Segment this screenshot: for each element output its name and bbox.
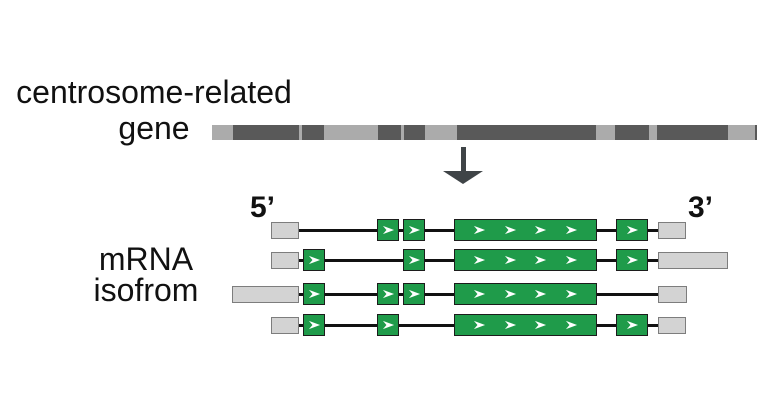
gene-label-line1: centrosome-related bbox=[16, 74, 292, 110]
exon-box bbox=[616, 314, 648, 336]
exon-box bbox=[377, 283, 399, 305]
exon-box bbox=[403, 219, 425, 241]
gene-exon-segment bbox=[401, 125, 404, 140]
exon-arrow-icon bbox=[626, 255, 638, 265]
exon-box bbox=[403, 249, 425, 271]
gene-exon-segment bbox=[212, 125, 233, 140]
exon-arrow-icon bbox=[408, 255, 420, 265]
exon-box bbox=[403, 283, 425, 305]
exon-box bbox=[303, 249, 325, 271]
mrna-label-line2: isofrom bbox=[93, 272, 199, 308]
exon-arrow-icon bbox=[535, 225, 547, 235]
exon-arrow-icon bbox=[308, 289, 320, 299]
exon-box bbox=[454, 283, 597, 305]
exon-arrow-icon bbox=[504, 255, 516, 265]
exon-arrow-icon bbox=[473, 289, 485, 299]
mrna-isoform-label: mRNA isofrom bbox=[16, 241, 276, 308]
gene-exon-segment bbox=[299, 125, 302, 140]
exon-box bbox=[616, 249, 648, 271]
exon-arrow-icon bbox=[382, 225, 394, 235]
exon-arrow-icon bbox=[308, 255, 320, 265]
exon-box bbox=[454, 219, 597, 241]
utr-box bbox=[658, 316, 686, 334]
exon-arrow-icon bbox=[382, 320, 394, 330]
gene-exon-segment bbox=[425, 125, 457, 140]
five-prime-label: 5’ bbox=[250, 191, 276, 224]
exon-arrow-icon bbox=[626, 320, 638, 330]
utr-box bbox=[271, 221, 299, 239]
exon-box bbox=[454, 314, 597, 336]
gene-bar bbox=[212, 125, 757, 140]
exon-box bbox=[616, 219, 648, 241]
three-prime-label: 3’ bbox=[688, 191, 714, 224]
exon-box bbox=[303, 314, 325, 336]
exon-arrow-icon bbox=[566, 320, 578, 330]
exon-arrow-icon bbox=[504, 289, 516, 299]
exon-arrow-icon bbox=[535, 289, 547, 299]
utr-box bbox=[232, 285, 299, 303]
exon-arrow-icon bbox=[566, 225, 578, 235]
utr-box bbox=[658, 221, 686, 239]
utr-box bbox=[658, 285, 687, 303]
utr-box bbox=[271, 316, 299, 334]
exon-arrow-icon bbox=[382, 289, 394, 299]
exon-arrow-icon bbox=[473, 225, 485, 235]
exon-arrow-icon bbox=[504, 225, 516, 235]
exon-arrow-icon bbox=[626, 225, 638, 235]
exon-arrow-icon bbox=[535, 320, 547, 330]
exon-arrow-icon bbox=[566, 289, 578, 299]
exon-arrow-icon bbox=[473, 320, 485, 330]
exon-arrow-icon bbox=[308, 320, 320, 330]
exon-arrow-icon bbox=[408, 225, 420, 235]
exon-box bbox=[303, 283, 325, 305]
utr-box bbox=[658, 251, 728, 269]
mrna-label-line1: mRNA bbox=[98, 241, 194, 277]
exon-box bbox=[454, 249, 597, 271]
exon-box bbox=[377, 314, 399, 336]
down-arrow-icon bbox=[443, 147, 483, 184]
gene-label: centrosome-related gene bbox=[4, 74, 304, 146]
gene-exon-segment bbox=[649, 125, 657, 140]
utr-box bbox=[271, 251, 299, 269]
exon-arrow-icon bbox=[566, 255, 578, 265]
gene-label-line2: gene bbox=[118, 110, 190, 146]
exon-arrow-icon bbox=[408, 289, 420, 299]
gene-exon-segment bbox=[728, 125, 755, 140]
exon-arrow-icon bbox=[473, 255, 485, 265]
gene-exon-segment bbox=[324, 125, 378, 140]
exon-box bbox=[377, 219, 399, 241]
exon-arrow-icon bbox=[535, 255, 547, 265]
gene-exon-segment bbox=[596, 125, 615, 140]
exon-arrow-icon bbox=[504, 320, 516, 330]
